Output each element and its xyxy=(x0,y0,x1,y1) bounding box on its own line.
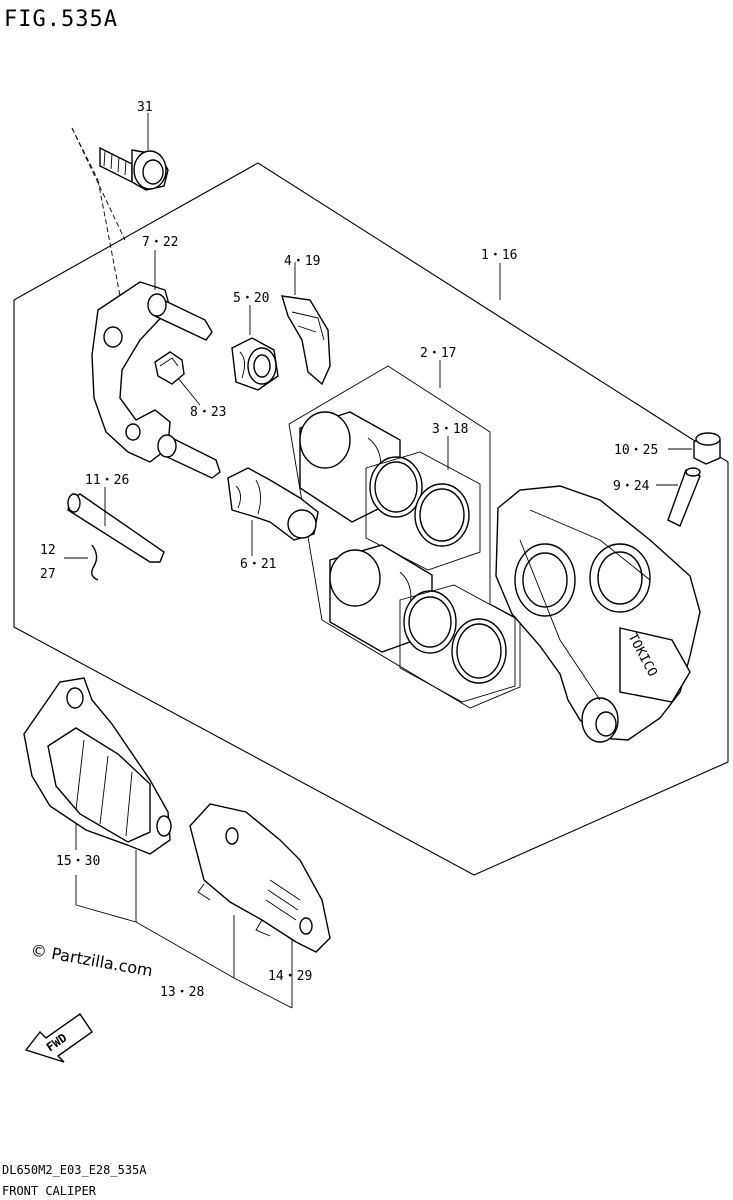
seal-3-upper-b xyxy=(414,483,470,547)
bracket-15-b xyxy=(75,904,137,923)
label-2-17: 2・17 xyxy=(420,346,456,361)
clip-8 xyxy=(154,351,185,385)
bolt-31 xyxy=(99,146,169,191)
label-12: 12 xyxy=(40,543,56,558)
label-31: 31 xyxy=(137,100,153,115)
seal-box-lower xyxy=(399,584,516,703)
label-13-28: 13・28 xyxy=(160,985,204,1000)
assembly-boundary xyxy=(13,162,729,876)
label-1-16: 1・16 xyxy=(481,248,517,263)
fwd-arrow-icon: FWD xyxy=(24,1013,93,1063)
label-7-22: 7・22 xyxy=(142,235,178,250)
diagram-caption: FRONT CALIPER xyxy=(2,1184,97,1198)
pad-shim-14 xyxy=(189,803,331,953)
seal-3-lower-b xyxy=(451,618,507,684)
model-code: DL650M2_E03_E28_535A xyxy=(2,1163,147,1177)
bracket-13-b xyxy=(233,977,293,1009)
clip-12 xyxy=(91,544,99,581)
seal-box-upper xyxy=(365,451,481,571)
label-10-25: 10・25 xyxy=(614,443,658,458)
label-5-20: 5・20 xyxy=(233,291,269,306)
leader-8-23 xyxy=(177,377,201,406)
bolt-dash-2 xyxy=(97,179,129,339)
bleeder-valve-9 xyxy=(667,467,701,527)
brake-pad-15 xyxy=(23,677,172,855)
label-6-21: 6・21 xyxy=(240,557,276,572)
caliper-bracket-7 xyxy=(91,281,221,479)
seal-3-upper-a xyxy=(369,456,423,518)
label-4-19: 4・19 xyxy=(284,254,320,269)
figure-title: FIG.535A xyxy=(4,7,118,32)
label-14-29: 14・29 xyxy=(268,969,312,984)
pin-boot-6 xyxy=(227,467,319,541)
bleeder-cap-10 xyxy=(693,432,721,465)
seal-3-lower-a xyxy=(403,590,457,654)
label-3-18: 3・18 xyxy=(432,422,468,437)
pad-spring-4 xyxy=(281,295,331,386)
boot-5 xyxy=(231,337,279,391)
watermark: © Partzilla.com xyxy=(29,940,154,980)
label-11-26: 11・26 xyxy=(85,473,129,488)
pad-pin-11 xyxy=(67,493,165,563)
label-8-23: 8・23 xyxy=(190,405,226,420)
label-9-24: 9・24 xyxy=(613,479,650,494)
caliper-body-1: TOKICO xyxy=(495,485,701,743)
label-27: 27 xyxy=(40,567,56,582)
bolt-dash-3 xyxy=(71,127,126,241)
leader-13-28 xyxy=(135,921,235,979)
label-15-30: 15・30 xyxy=(56,854,100,869)
